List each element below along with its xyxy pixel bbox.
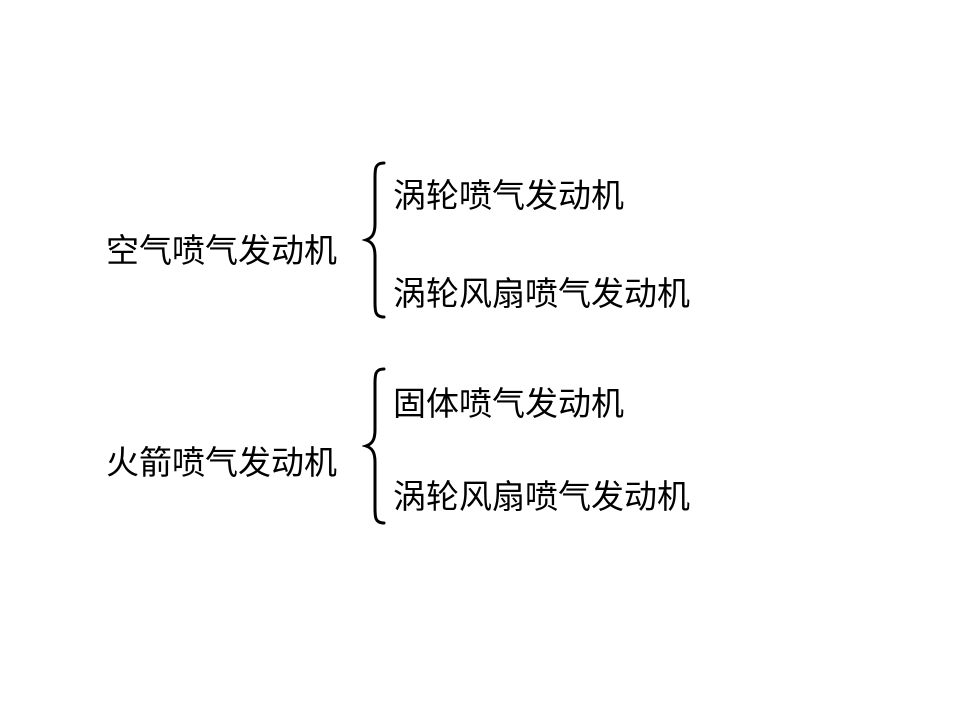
child-label-solid-engine: 固体喷气发动机	[393, 384, 624, 423]
child-label-turbofan: 涡轮风扇喷气发动机	[393, 274, 690, 313]
curly-brace-icon	[362, 367, 386, 525]
parent-label-air-jet-engine: 空气喷气发动机	[106, 231, 337, 270]
child-label-turbojet: 涡轮喷气发动机	[393, 176, 624, 215]
curly-brace-icon	[362, 161, 386, 319]
child-label-turbofan: 涡轮风扇喷气发动机	[393, 477, 690, 516]
classification-group-rocket: 火箭喷气发动机 固体喷气发动机 涡轮风扇喷气发动机	[0, 366, 960, 526]
parent-label-rocket-jet-engine: 火箭喷气发动机	[106, 443, 337, 482]
classification-group-air: 空气喷气发动机 涡轮喷气发动机 涡轮风扇喷气发动机	[0, 160, 960, 320]
